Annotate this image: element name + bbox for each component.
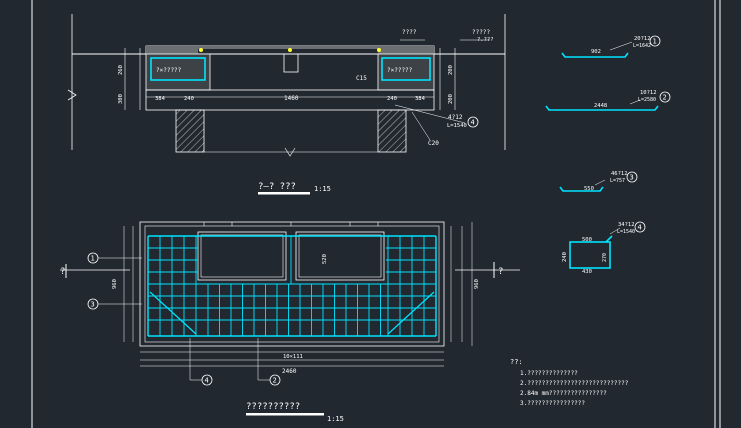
section-dim-left-a: 384	[155, 96, 166, 102]
section-view	[67, 14, 506, 157]
rebar1-dim: 902	[591, 49, 601, 55]
section-scale: 1:15	[314, 185, 331, 193]
section-marker-4-label: 4	[471, 119, 475, 127]
rebar4-dim-w: 500	[582, 237, 592, 243]
plan-diagonal-rebar-left	[149, 291, 197, 335]
section-rebar4-length: L=1540	[447, 123, 467, 129]
section-dim-total: 1460	[284, 95, 299, 102]
plan-scale: 1:15	[327, 415, 344, 423]
section-marker-4	[467, 116, 479, 128]
section-title: ?—? ???	[258, 182, 296, 192]
rebar-detail-1	[561, 35, 661, 58]
rebar4-dim-inner-w: 430	[582, 269, 592, 275]
plan-marker-2	[269, 374, 281, 386]
plan-dim-right-v: 960	[474, 279, 480, 289]
rebar1-length: L=1642	[633, 43, 651, 49]
plan-title: ??????????	[246, 402, 300, 412]
section-title-underline	[258, 192, 310, 195]
section-box-left-label: ?×?????	[156, 67, 182, 74]
plan-marker-3	[87, 298, 99, 310]
rebar3-dim: 550	[584, 186, 594, 192]
rebar1-marker: 1	[653, 38, 657, 46]
rebar4-dim-h: 240	[562, 252, 568, 262]
notes-line-2: 2.????????????????????????????	[520, 380, 629, 387]
section-surface-elev: ?.???	[477, 37, 494, 43]
rebar2-dim: 2448	[594, 103, 607, 109]
plan-view	[60, 221, 520, 381]
notes-line-1: 1.??????????????	[520, 370, 578, 377]
plan-diagonal-rebar-right	[387, 291, 435, 335]
section-concrete2-label: C20	[428, 140, 439, 147]
plan-marker-4	[201, 374, 213, 386]
plan-title-underline	[246, 413, 324, 416]
plan-dim-mid: 10×111	[283, 354, 303, 360]
section-dim-v4: 200	[448, 94, 454, 104]
plan-cut-left: ?	[60, 267, 65, 277]
section-rebar4-spec: 4?12	[448, 114, 463, 121]
plan-cut-right: ?	[498, 267, 503, 277]
notes-line-4: 3.????????????????	[520, 400, 585, 407]
rebar2-marker: 2	[663, 94, 667, 102]
plan-marker-1-label: 1	[91, 255, 95, 263]
plan-marker-2-label: 2	[273, 377, 277, 385]
plan-dim-total: 2460	[282, 368, 297, 375]
notes-line-3: 2.84m mm????????????????	[520, 390, 607, 397]
plan-marker-4-label: 4	[205, 377, 209, 385]
section-concrete-label: C15	[356, 75, 367, 82]
plan-dim-left-v: 960	[112, 279, 118, 289]
section-box-right-label: ?×?????	[387, 67, 413, 74]
rebar2-length: L=2580	[638, 97, 656, 103]
rebar-detail-2	[545, 91, 671, 111]
section-dim-v2: 200	[448, 65, 454, 75]
section-paving-label: ????	[402, 29, 417, 36]
rebar3-spec: 46?12	[611, 171, 628, 177]
section-dim-v3: 300	[118, 94, 124, 104]
rebar-detail-3	[559, 171, 638, 192]
rebar4-marker: 4	[638, 224, 642, 232]
rebar2-spec: 10?12	[640, 90, 657, 96]
section-dim-right-b: 384	[415, 96, 426, 102]
plan-marker-3-label: 3	[91, 301, 95, 309]
plan-rebar-grid	[147, 235, 437, 337]
section-surface-label: ?????	[472, 29, 490, 36]
plan-dim-mid-v: 520	[322, 254, 328, 264]
section-dim-left-b: 240	[184, 96, 194, 102]
section-dim-right-a: 240	[387, 96, 397, 102]
rebar1-spec: 20?12	[634, 36, 651, 42]
rebar4-length: L=1540	[617, 229, 635, 235]
notes-heading: ??:	[510, 358, 523, 366]
rebar3-length: L=757	[610, 178, 625, 184]
rebar3-marker: 3	[630, 174, 634, 182]
rebar-detail-4	[569, 221, 646, 269]
rebar4-spec: 34?12	[618, 222, 635, 228]
plan-marker-1	[87, 252, 99, 264]
section-dim-v1: 260	[118, 65, 124, 75]
rebar4-dim-inner-h: 270	[602, 253, 608, 262]
